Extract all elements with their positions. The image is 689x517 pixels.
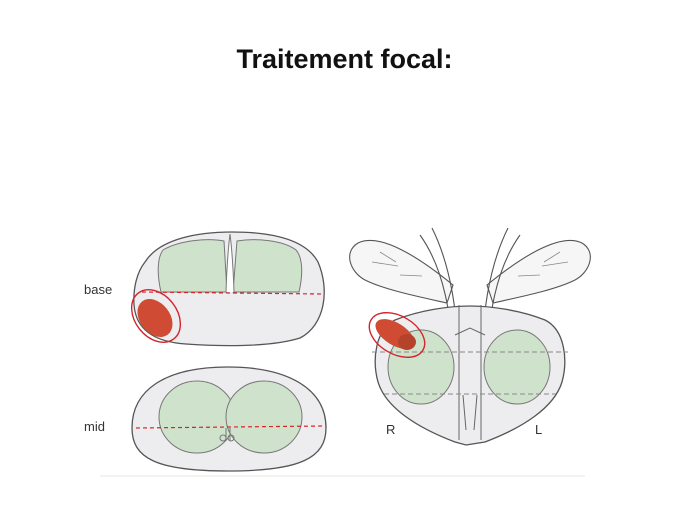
coronal-urethra-apex: [454, 327, 486, 336]
base-central-zone-right: [232, 239, 303, 293]
coronal-lesion-core: [398, 334, 416, 350]
mid-cut-plane: [135, 425, 325, 429]
mid-section: [100, 366, 585, 477]
base-urethra: [225, 233, 235, 293]
label-mid: mid: [84, 419, 105, 434]
mid-urethra: [219, 428, 235, 442]
label-base: base: [84, 282, 112, 297]
slide-title: Traitement focal:: [236, 44, 453, 74]
mid-peripheral-zone-right: [225, 380, 303, 454]
base-cut-plane: [141, 291, 323, 295]
coronal-target-ring: [368, 312, 426, 358]
coronal-zone-left-side: [483, 329, 551, 405]
base-section: [130, 231, 325, 347]
coronal-urethra: [458, 305, 482, 440]
label-right: R: [386, 422, 395, 437]
seminal-vesicle-right: [486, 239, 591, 304]
label-left: L: [535, 422, 542, 437]
vesicle-folds: [371, 251, 569, 277]
mid-peripheral-zone-left: [158, 380, 236, 454]
seminal-vesicle-left: [349, 239, 454, 304]
base-lesion: [137, 299, 173, 337]
base-target-ring: [130, 289, 182, 343]
base-central-zone-left: [157, 239, 228, 293]
coronal-view: [349, 227, 591, 446]
